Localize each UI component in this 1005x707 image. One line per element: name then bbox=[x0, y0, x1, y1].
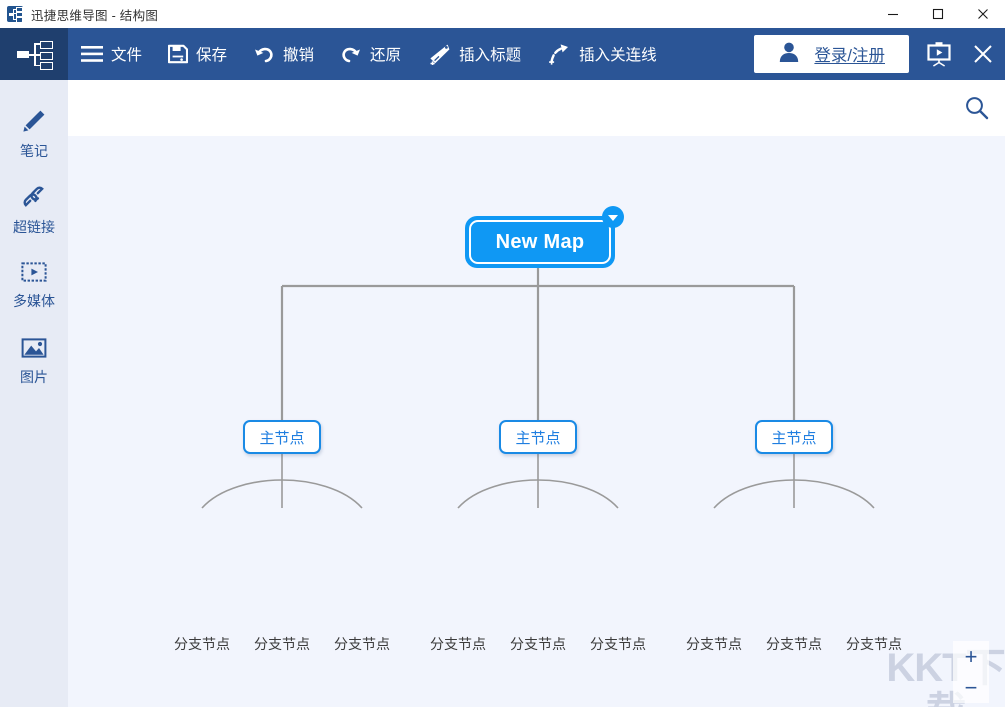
picture-image-icon bbox=[21, 336, 47, 360]
branch-node-1-1[interactable]: 分支节点 bbox=[174, 636, 230, 652]
toolbar-button-file[interactable]: 文件 bbox=[68, 28, 155, 80]
mindmap-canvas[interactable]: New Map 主节点 主节点 主节点 分支节点 分支节点 分支节点 分支节点 … bbox=[68, 136, 1005, 707]
zoom-in-button[interactable]: + bbox=[964, 643, 978, 669]
root-node-inner: New Map bbox=[469, 220, 611, 264]
window-title: 迅捷思维导图 - 结构图 bbox=[31, 8, 159, 23]
main-toolbar: 文件 保存 撤销 bbox=[0, 28, 1005, 80]
presentation-button[interactable] bbox=[917, 28, 961, 80]
toolbar-button-save[interactable]: 保存 bbox=[155, 28, 240, 80]
sidebar-label-picture: 图片 bbox=[20, 369, 48, 385]
hamburger-menu-icon bbox=[81, 45, 103, 63]
branch-node-3-2[interactable]: 分支节点 bbox=[766, 636, 822, 652]
login-register-button[interactable]: 登录/注册 bbox=[754, 35, 909, 73]
search-button[interactable] bbox=[949, 80, 1005, 136]
sub-toolbar bbox=[68, 80, 1005, 136]
chain-link-icon bbox=[21, 184, 47, 210]
mindmap-logo-icon bbox=[7, 6, 23, 23]
main-node-label: 主节点 bbox=[771, 429, 817, 447]
toolbar-label-save: 保存 bbox=[196, 47, 228, 64]
minimize-button[interactable] bbox=[870, 0, 915, 28]
root-node[interactable]: New Map bbox=[465, 216, 615, 268]
title-bar: 迅捷思维导图 - 结构图 bbox=[0, 0, 1005, 29]
sidebar-label-hyperlink: 超链接 bbox=[13, 219, 55, 235]
search-magnifier-icon bbox=[966, 97, 989, 120]
tag-plus-icon bbox=[427, 43, 451, 65]
close-x-icon bbox=[974, 45, 992, 63]
sidebar-item-note[interactable]: 笔记 bbox=[0, 108, 68, 184]
main-node-3[interactable]: 主节点 bbox=[755, 420, 833, 454]
sidebar-item-hyperlink[interactable]: 超链接 bbox=[0, 184, 68, 260]
main-node-label: 主节点 bbox=[515, 429, 561, 447]
undo-arrow-icon bbox=[253, 44, 275, 64]
curved-arrow-plus-icon bbox=[547, 43, 571, 65]
main-node-1[interactable]: 主节点 bbox=[243, 420, 321, 454]
redo-arrow-icon bbox=[340, 44, 362, 64]
chevron-down-triangle bbox=[608, 214, 618, 221]
sidebar-label-note: 笔记 bbox=[20, 143, 48, 159]
close-button[interactable] bbox=[960, 0, 1005, 28]
toolbar-button-insert-relation-line[interactable]: 插入关连线 bbox=[534, 28, 670, 80]
connector-lines bbox=[201, 268, 875, 509]
sidebar-label-multimedia: 多媒体 bbox=[13, 293, 55, 309]
toolbar-label-insert-title: 插入标题 bbox=[459, 47, 522, 64]
branch-node-1-2[interactable]: 分支节点 bbox=[254, 636, 310, 652]
main-node-label: 主节点 bbox=[259, 429, 305, 447]
left-sidebar: 笔记 超链接 多媒体 bbox=[0, 80, 68, 707]
maximize-button[interactable] bbox=[915, 0, 960, 28]
toolbar-button-redo[interactable]: 还原 bbox=[327, 28, 414, 80]
mindmap-app-icon[interactable] bbox=[0, 28, 68, 80]
presentation-screen-icon bbox=[927, 42, 951, 67]
chevron-down-badge-icon[interactable] bbox=[602, 206, 624, 228]
toolbar-button-insert-title[interactable]: 插入标题 bbox=[414, 28, 534, 80]
sidebar-item-picture[interactable]: 图片 bbox=[0, 336, 68, 412]
toolbar-label-file: 文件 bbox=[111, 47, 143, 64]
toolbar-label-redo: 还原 bbox=[370, 47, 402, 64]
branch-node-2-3[interactable]: 分支节点 bbox=[590, 636, 646, 652]
branch-node-1-3[interactable]: 分支节点 bbox=[334, 636, 390, 652]
toolbar-button-undo[interactable]: 撤销 bbox=[240, 28, 327, 80]
toolbar-label-undo: 撤销 bbox=[283, 47, 315, 64]
pencil-icon bbox=[21, 108, 47, 134]
zoom-controls: + − bbox=[953, 641, 989, 703]
branch-node-3-1[interactable]: 分支节点 bbox=[686, 636, 742, 652]
floppy-disk-icon bbox=[168, 44, 189, 64]
zoom-out-button[interactable]: − bbox=[964, 674, 978, 700]
toolbar-close-button[interactable] bbox=[961, 28, 1005, 80]
sidebar-item-multimedia[interactable]: 多媒体 bbox=[0, 260, 68, 336]
branch-node-2-1[interactable]: 分支节点 bbox=[430, 636, 486, 652]
branch-node-2-2[interactable]: 分支节点 bbox=[510, 636, 566, 652]
film-strip-icon bbox=[21, 260, 47, 284]
main-node-2[interactable]: 主节点 bbox=[499, 420, 577, 454]
login-register-label: 登录/注册 bbox=[814, 47, 885, 65]
user-person-icon bbox=[778, 41, 800, 68]
branch-node-3-3[interactable]: 分支节点 bbox=[846, 636, 902, 652]
toolbar-label-insert-relation-line: 插入关连线 bbox=[579, 47, 657, 64]
root-node-label: New Map bbox=[495, 230, 585, 253]
